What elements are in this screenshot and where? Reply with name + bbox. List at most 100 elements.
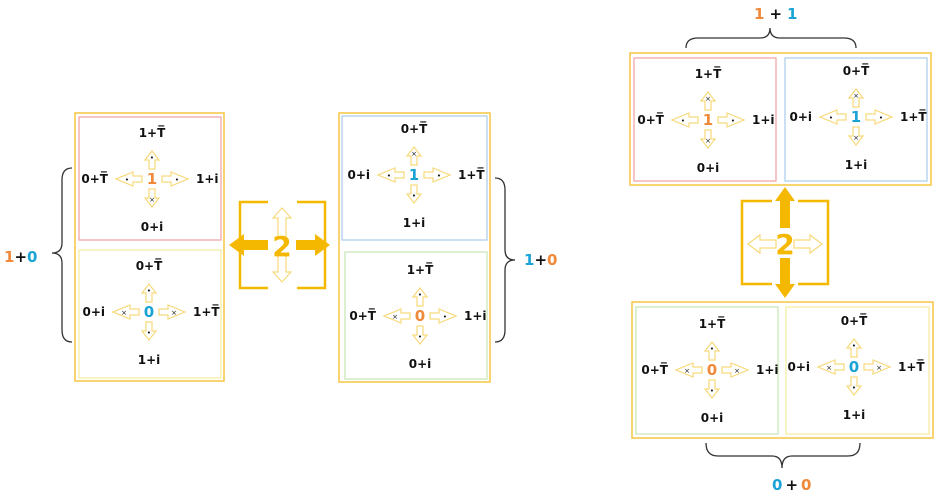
cell-label-bottom: 1+i bbox=[843, 408, 866, 422]
cell-label-bottom: 0+i bbox=[141, 220, 164, 234]
cross-marker-icon: × bbox=[392, 313, 398, 321]
arrow-right-outline-icon bbox=[429, 308, 458, 324]
dot-marker-icon: • bbox=[412, 192, 416, 200]
cell-label-bottom: 1+i bbox=[403, 216, 426, 230]
center-digit: 0 bbox=[707, 361, 717, 379]
arrow-right-outline-icon bbox=[423, 167, 452, 183]
center-digit: 0 bbox=[849, 358, 859, 376]
top-curly-brace bbox=[685, 27, 857, 49]
cell-label-top: 0+T̅ bbox=[136, 259, 163, 273]
dot-marker-icon: • bbox=[150, 154, 154, 162]
arrow-left-outline-icon bbox=[114, 171, 143, 187]
arrow-up-outline-icon bbox=[703, 341, 721, 361]
arrow-down-outline-icon bbox=[405, 184, 423, 204]
arrow-up-outline-icon bbox=[140, 283, 158, 303]
center-digit: 1 bbox=[851, 108, 861, 126]
cell-label-left: 0+i bbox=[789, 110, 812, 124]
cell-label-bottom: 0+i bbox=[409, 357, 432, 371]
bottom-right-left-cell-frame bbox=[635, 306, 779, 435]
dot-marker-icon: • bbox=[731, 117, 735, 125]
arrow-right-outline-icon bbox=[721, 362, 750, 378]
left-bottom-cell-frame bbox=[78, 249, 222, 379]
cell-label-top: 0+T̅ bbox=[401, 122, 428, 136]
bottom-curly-brace bbox=[705, 442, 861, 469]
vswap-count-label: 2 bbox=[775, 228, 794, 261]
dot-marker-icon: • bbox=[125, 176, 129, 184]
arrow-up-outline-icon bbox=[143, 150, 161, 170]
cross-marker-icon: × bbox=[705, 95, 711, 103]
arrow-up-outline-icon bbox=[699, 91, 717, 111]
center-digit: 0 bbox=[144, 303, 154, 321]
vswap-frame-right-bracket bbox=[798, 199, 830, 286]
cross-marker-icon: × bbox=[853, 134, 859, 142]
bottom-right-group-frame bbox=[631, 301, 934, 439]
cross-marker-icon: × bbox=[149, 196, 155, 204]
arrow-up-outline-icon bbox=[405, 146, 423, 166]
cell-label-top: 1+T̅ bbox=[407, 263, 434, 277]
arrow-left-outline-icon bbox=[376, 167, 405, 183]
middle-top-cell-frame bbox=[341, 115, 488, 241]
cross-marker-icon: × bbox=[734, 367, 740, 375]
dot-marker-icon: • bbox=[710, 387, 714, 395]
bottom-sum-label: 0+0 bbox=[772, 476, 811, 494]
center-digit: 0 bbox=[415, 307, 425, 325]
arrow-up-outline-icon bbox=[847, 88, 865, 108]
cell-label-right: 1+i bbox=[752, 113, 775, 127]
dot-marker-icon: • bbox=[147, 287, 151, 295]
cell-label-bottom: 1+i bbox=[138, 353, 161, 367]
cross-marker-icon: × bbox=[684, 367, 690, 375]
cell-label-right: 1+T̅ bbox=[898, 360, 925, 374]
dot-marker-icon: • bbox=[147, 329, 151, 337]
arrow-left-outline-icon bbox=[747, 233, 777, 255]
left-curly-brace bbox=[51, 167, 73, 343]
cell-label-right: 1+T̅ bbox=[900, 110, 927, 124]
dot-marker-icon: • bbox=[418, 333, 422, 341]
cell-label-top: 1+T̅ bbox=[695, 67, 722, 81]
vswap-frame-left-bracket bbox=[740, 199, 772, 286]
vertical-swap-symbol: 2 bbox=[740, 187, 830, 298]
cross-marker-icon: × bbox=[705, 137, 711, 145]
cell-label-left: 0+i bbox=[787, 360, 810, 374]
cross-marker-icon: × bbox=[826, 364, 832, 372]
middle-curly-brace bbox=[494, 177, 516, 343]
left-top-cell-frame bbox=[78, 116, 222, 241]
cell-label-left: 0+i bbox=[82, 305, 105, 319]
arrow-down-outline-icon bbox=[699, 129, 717, 149]
arrow-up-outline-icon bbox=[845, 338, 863, 358]
cross-marker-icon: × bbox=[411, 150, 417, 158]
arrow-down-outline-icon bbox=[411, 325, 429, 345]
cell-br-left: ••××01+T̅0+i0+T̅1+i bbox=[641, 317, 778, 425]
cell-label-right: 1+T̅ bbox=[458, 168, 485, 182]
left-sum-label: 1+0 bbox=[4, 248, 37, 266]
dot-marker-icon: • bbox=[175, 176, 179, 184]
middle-sum-label: 1+0 bbox=[524, 251, 557, 269]
top-right-group-frame bbox=[629, 52, 932, 186]
arrow-right-outline-icon bbox=[865, 109, 894, 125]
arrow-down-outline-icon bbox=[143, 188, 161, 208]
cell-label-bottom: 0+i bbox=[701, 411, 724, 425]
arrow-right-outline-icon bbox=[793, 233, 823, 255]
arrow-right-outline-icon bbox=[161, 171, 190, 187]
bottom-right-right-cell-frame bbox=[785, 306, 930, 435]
arrow-left-outline-icon bbox=[674, 362, 703, 378]
arrow-left-outline-icon bbox=[818, 109, 847, 125]
dot-marker-icon: • bbox=[437, 172, 441, 180]
dot-marker-icon: • bbox=[879, 114, 883, 122]
arrow-left-solid-icon bbox=[229, 234, 268, 256]
cell-label-top: 1+T̅ bbox=[139, 126, 166, 140]
center-digit: 1 bbox=[703, 111, 713, 129]
cross-marker-icon: × bbox=[876, 364, 882, 372]
left-group-frame bbox=[74, 112, 225, 382]
cell-mid-bottom: ••×•01+T̅0+i0+T̅1+i bbox=[349, 263, 486, 371]
cell-label-left: 0+i bbox=[347, 168, 370, 182]
cell-label-bottom: 1+i bbox=[845, 158, 868, 172]
dot-marker-icon: • bbox=[852, 384, 856, 392]
swap-count-label: 2 bbox=[272, 230, 291, 263]
arrow-down-outline-icon bbox=[703, 379, 721, 399]
cell-label-top: 0+T̅ bbox=[843, 64, 870, 78]
top-right-right-cell-frame bbox=[784, 57, 928, 182]
